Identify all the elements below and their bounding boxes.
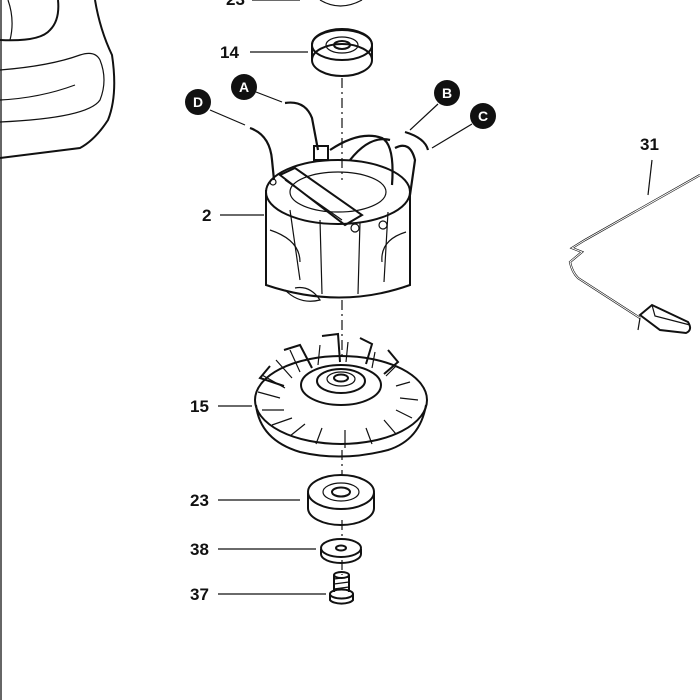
part-number-label: 23: [190, 491, 209, 510]
motor-housing-shape: [0, 0, 116, 159]
part-number-label: 14: [220, 43, 239, 62]
connector-C: C: [431, 103, 496, 149]
connector-D: D: [185, 89, 246, 126]
screw: 37: [190, 571, 354, 605]
connector-B: B: [409, 80, 460, 131]
connector-letter: B: [442, 85, 452, 101]
connector-A: A: [231, 74, 283, 103]
part-number-label: 23: [226, 0, 245, 9]
connector-letter: C: [478, 108, 488, 124]
part-number-label: 37: [190, 585, 209, 604]
connector-letter: A: [239, 79, 249, 95]
top-partial-part: 23: [226, 0, 363, 9]
washer: 38: [190, 538, 362, 564]
wire-bracket: 31: [568, 135, 700, 335]
stator: 2: [202, 101, 430, 302]
fan: 15: [190, 332, 428, 458]
connector-letter: D: [193, 94, 203, 110]
part-number-label: 38: [190, 540, 209, 559]
bearing-top: 14: [220, 28, 373, 77]
part-number-label: 31: [640, 135, 659, 154]
bearing-bottom: 23: [190, 474, 375, 526]
part-number-label: 2: [202, 206, 211, 225]
part-number-label: 15: [190, 397, 209, 416]
